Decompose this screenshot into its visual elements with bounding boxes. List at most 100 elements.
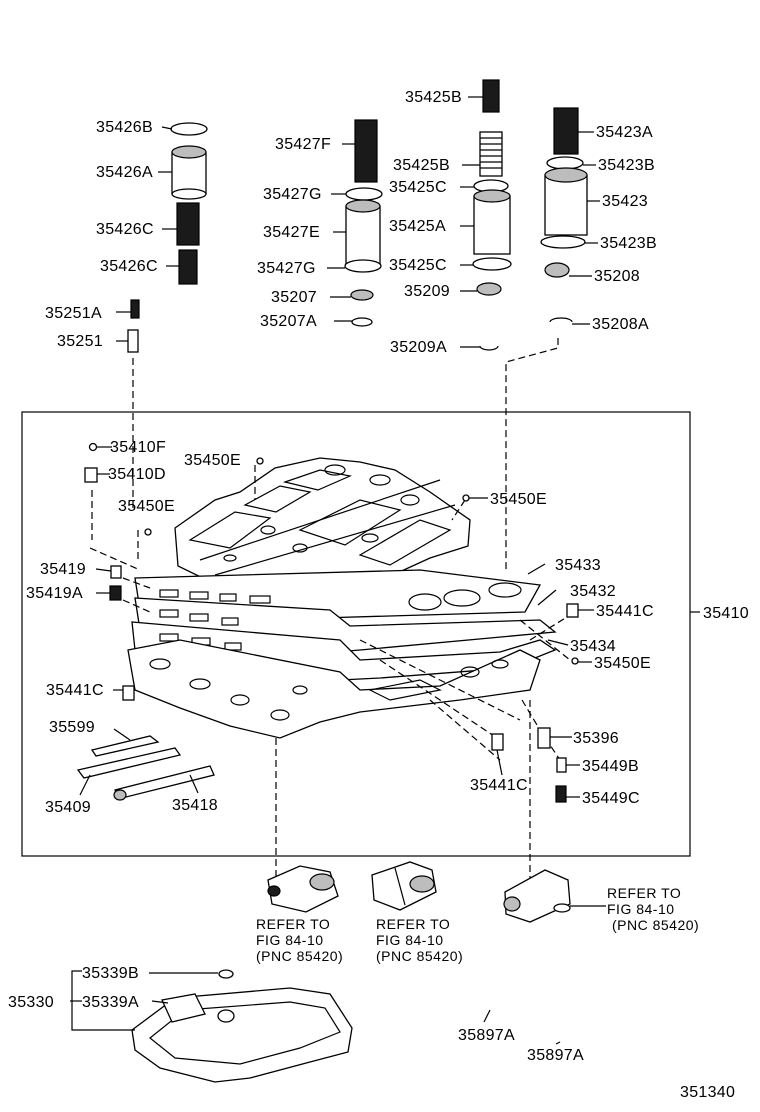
part-35419	[110, 565, 122, 579]
spring-35423A	[553, 107, 579, 155]
label-35251: 35251	[57, 333, 103, 350]
valve-35425A	[473, 195, 511, 255]
label-35207: 35207	[271, 289, 317, 306]
solenoid-2	[371, 861, 437, 911]
oil-pan-35330	[131, 969, 353, 1083]
sleeve-35426A-top	[171, 145, 207, 159]
plug-35207	[350, 289, 374, 301]
gasket-35339A	[161, 993, 206, 1023]
label-35450E-a: 35450E	[184, 452, 241, 469]
svg-text:REFER TO: REFER TO	[256, 916, 330, 932]
part-35427-group	[344, 119, 383, 327]
part-35425-group	[472, 79, 512, 351]
sleeve-35426A	[171, 151, 207, 195]
label-35425B: 35425B	[393, 157, 450, 174]
solenoid-3	[503, 869, 606, 923]
part-35410D	[84, 467, 98, 483]
assembly-dash-lines	[89, 465, 576, 880]
oring-35427G	[345, 187, 383, 201]
oring-35423B	[546, 156, 584, 170]
assembly-label: 35410	[703, 605, 749, 622]
label-35208A: 35208A	[592, 316, 649, 333]
svg-text:FIG 84-10: FIG 84-10	[376, 932, 444, 948]
solenoid-1	[267, 865, 339, 913]
spring-35419A	[109, 585, 122, 601]
label-35207A: 35207A	[260, 313, 317, 330]
clip-35209A	[479, 345, 499, 351]
label-35897A-left: 35897A	[458, 1027, 515, 1044]
oring-35427G-lower	[344, 259, 382, 273]
label-35426C-lower: 35426C	[100, 258, 158, 275]
label-35432: 35432	[570, 583, 616, 600]
plug-35209	[476, 282, 502, 296]
label-35410F: 35410F	[110, 439, 166, 456]
refer-note-1: REFER TO FIG 84-10 (PNC 85420)	[256, 916, 343, 964]
label-35209: 35209	[404, 283, 450, 300]
label-35410D: 35410D	[108, 466, 166, 483]
valve-35427E	[345, 205, 381, 265]
svg-text:(PNC 85420): (PNC 85420)	[612, 917, 699, 933]
label-35450E-b: 35450E	[118, 498, 175, 515]
dash-35208A	[505, 338, 559, 570]
label-35434: 35434	[570, 638, 616, 655]
label-35897A-right: 35897A	[527, 1047, 584, 1064]
valve-35423	[544, 174, 588, 236]
oring-35423B-lower	[540, 235, 586, 249]
label-35251A: 35251A	[45, 305, 102, 322]
ball-35410F	[88, 442, 98, 452]
label-35450E-c: 35450E	[490, 491, 547, 508]
label-35441C-left: 35441C	[46, 682, 104, 699]
lower-valve-body	[127, 639, 541, 739]
label-35425B-top: 35425B	[405, 89, 462, 106]
part-35396	[537, 727, 551, 749]
part-35441C-lower	[491, 733, 504, 751]
label-35427G-lower: 35427G	[257, 260, 316, 277]
label-35330: 35330	[8, 994, 54, 1011]
label-35427G: 35427G	[263, 186, 322, 203]
label-35425C-lower: 35425C	[389, 257, 447, 274]
label-35423B-lower: 35423B	[600, 235, 657, 252]
svg-text:REFER TO: REFER TO	[607, 885, 681, 901]
valve-body-assembly-frame	[21, 411, 691, 857]
label-35339A: 35339A	[82, 994, 139, 1011]
refer-note-3: REFER TO FIG 84-10 (PNC 85420)	[607, 885, 699, 933]
spring-35425B	[479, 131, 503, 177]
label-35425A: 35425A	[389, 218, 446, 235]
label-35426B: 35426B	[96, 119, 153, 136]
part-35449B	[556, 757, 567, 773]
svg-text:REFER TO: REFER TO	[376, 916, 450, 932]
oring-35425C-lower	[472, 257, 512, 271]
label-35409: 35409	[45, 799, 91, 816]
label-35419A: 35419A	[26, 585, 83, 602]
label-35423: 35423	[602, 193, 648, 210]
spring-35425B-top	[482, 79, 500, 113]
svg-text:(PNC 85420): (PNC 85420)	[376, 948, 463, 964]
label-35396: 35396	[573, 730, 619, 747]
label-35433: 35433	[555, 557, 601, 574]
svg-text:(PNC 85420): (PNC 85420)	[256, 948, 343, 964]
part-35426-group	[170, 122, 208, 285]
valve-35418	[114, 765, 215, 800]
label-35418: 35418	[172, 797, 218, 814]
part-35441C-right	[566, 603, 579, 618]
label-35450E-d: 35450E	[594, 655, 651, 672]
spring-35426C-lower	[178, 249, 198, 285]
part-35423-group	[540, 107, 588, 323]
label-35449C: 35449C	[582, 790, 640, 807]
label-35441C-lower: 35441C	[470, 777, 528, 794]
label-35599: 35599	[49, 719, 95, 736]
upper-valve-body	[174, 457, 471, 599]
oring-35426B	[170, 122, 208, 136]
svg-text:FIG 84-10: FIG 84-10	[256, 932, 324, 948]
label-35208: 35208	[594, 268, 640, 285]
label-35441C-right: 35441C	[596, 603, 654, 620]
label-35425C: 35425C	[389, 179, 447, 196]
label-35426A: 35426A	[96, 164, 153, 181]
label-35427F: 35427F	[275, 136, 331, 153]
spring-35427F	[354, 119, 378, 183]
label-35427E: 35427E	[263, 224, 320, 241]
clip-35208A	[549, 317, 573, 323]
spring-35449C	[555, 785, 567, 803]
